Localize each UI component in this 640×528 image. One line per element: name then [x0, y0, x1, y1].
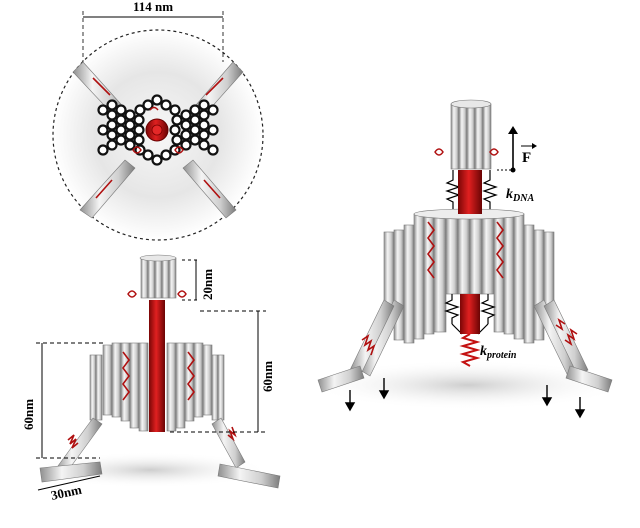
protein-spring [459, 333, 481, 367]
top-width-label: 114 nm [133, 0, 173, 14]
k-protein-label: kprotein [480, 344, 517, 361]
side-view-body [102, 342, 213, 432]
top-view-honeycomb [97, 94, 219, 166]
dna-springs [445, 170, 498, 212]
model-protein-rod [458, 170, 482, 214]
dim-60nm-left-label: 60nm [21, 399, 36, 430]
model-legs [317, 299, 613, 393]
k-dna-label: kDNA [506, 187, 534, 204]
anchor-arrows [344, 378, 586, 419]
side-view-panel: 20nm 60nm 60nm 30nm [21, 254, 281, 503]
side-view-legs [39, 354, 281, 489]
top-view-panel: 114 nm [52, 0, 264, 241]
top-view-legs [72, 61, 244, 219]
dim-20nm-label: 20nm [200, 269, 215, 300]
side-view-shadow [30, 452, 270, 488]
side-view-protein-rod [149, 300, 165, 432]
model-panel: F kDNA [308, 99, 628, 419]
force-arrow: F [497, 126, 537, 173]
model-protein-rod-lower [460, 294, 480, 334]
top-view-protein [132, 106, 184, 154]
model-top-cylinder [434, 99, 499, 170]
side-view-dimensions [36, 259, 266, 491]
force-label: F [522, 150, 531, 166]
side-view-top-cylinder [127, 254, 187, 299]
dim-60nm-right-label: 60nm [260, 361, 275, 392]
dim-30nm-label: 30nm [50, 482, 84, 503]
